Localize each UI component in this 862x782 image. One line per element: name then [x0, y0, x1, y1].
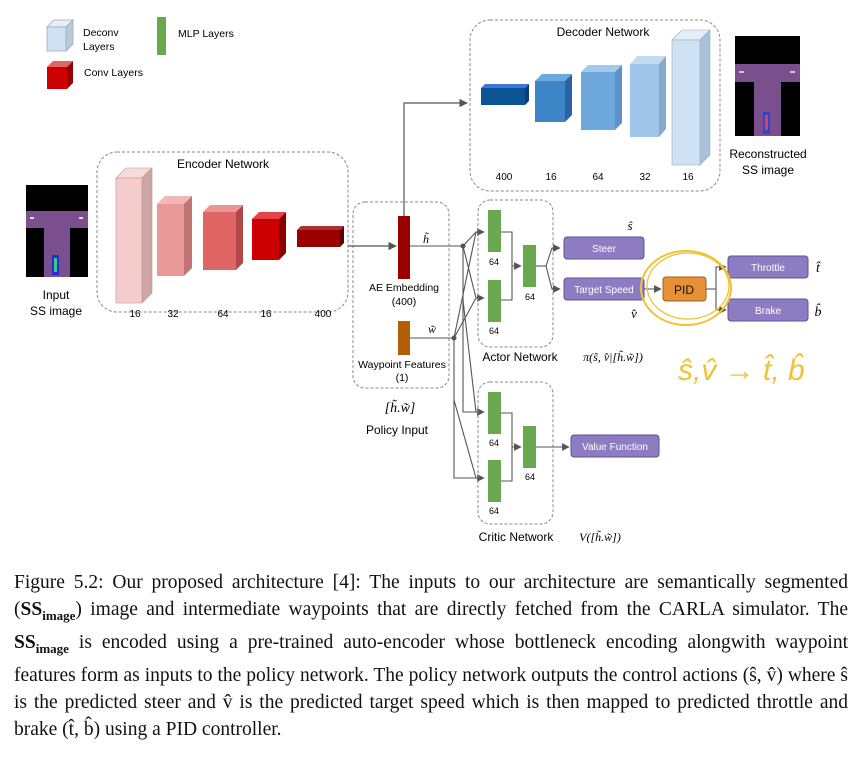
- reconstructed-image-label: Reconstructed: [729, 147, 806, 161]
- actor-size-3: 64: [525, 292, 535, 302]
- encoder-size-4: 16: [260, 309, 272, 320]
- critic-size-3: 64: [525, 472, 535, 482]
- critic-size-1: 64: [489, 438, 499, 448]
- decoder-size-1: 400: [496, 172, 513, 183]
- decoder-size-5: 16: [682, 172, 694, 183]
- policy-input-label: Policy Input: [366, 423, 429, 437]
- critic-size-2: 64: [489, 506, 499, 516]
- handwritten-note: ŝ,v̂ → t̂, b̂: [678, 354, 805, 387]
- actor-network-title: Actor Network: [482, 350, 558, 364]
- decoder-layer-1: [481, 84, 529, 105]
- figure-caption: Figure 5.2: Our proposed architecture [4…: [14, 569, 848, 743]
- encoder-layer-1: [115, 167, 153, 304]
- legend: Deconv Layers Conv Layers MLP Layers: [46, 17, 234, 89]
- actor-network-box: [477, 199, 554, 348]
- decoder-layer-5: [671, 29, 711, 166]
- encoder-size-1: 16: [129, 309, 141, 320]
- throttle-box: [727, 255, 809, 279]
- input-image-label-2: SS image: [30, 304, 82, 318]
- throttle-label: Throttle: [751, 263, 785, 274]
- encoder-layer-sizes: 16 32 64 16 400: [129, 309, 331, 320]
- encoder-size-5: 400: [315, 309, 332, 320]
- architecture-diagram: Deconv Layers Conv Layers MLP Layers Inp…: [26, 17, 822, 544]
- ae-embedding-bar: [398, 216, 410, 279]
- critic-mlp-1: [488, 392, 501, 434]
- decoder-network-box: [469, 19, 721, 192]
- actor-formula: π(ŝ, v̂|[h̃.w̃]): [583, 350, 643, 364]
- reconstructed-image-label-2: SS image: [742, 163, 794, 177]
- decoder-network-title: Decoder Network: [557, 25, 651, 39]
- actor-mlp-1: [488, 210, 501, 252]
- actor-mlp-3: [523, 245, 536, 287]
- encoder-network-title: Encoder Network: [177, 157, 270, 171]
- speed-symbol: v̂: [631, 306, 637, 321]
- caption-ss-2: SS: [14, 631, 36, 653]
- caption-ss-1: SS: [20, 599, 43, 620]
- policy-input-symbol: [h̃.w̃]: [385, 399, 416, 416]
- target-speed-label: Target Speed: [574, 285, 634, 296]
- input-image-label: Input: [43, 288, 70, 302]
- actor-mlp-2: [488, 280, 501, 322]
- value-function-box: [570, 434, 660, 458]
- decoder-size-4: 32: [639, 172, 651, 183]
- actor-internal-wiring: [501, 231, 561, 301]
- brake-box: [727, 298, 809, 322]
- critic-network-box: [477, 381, 554, 525]
- actor-size-2: 64: [489, 326, 499, 336]
- legend-mlp-swatch: [157, 17, 166, 55]
- caption-ss-sub-1: image: [42, 607, 76, 623]
- waypoint-symbol: w̃: [428, 322, 436, 336]
- caption-ss-sub-2: image: [35, 640, 69, 656]
- steer-label: Steer: [592, 244, 617, 255]
- critic-network-title: Critic Network: [479, 530, 555, 544]
- caption-prefix: Figure 5.2: Our proposed architecture [4…: [14, 572, 848, 620]
- policy-wiring: [410, 228, 485, 482]
- critic-mlp-3: [523, 426, 536, 468]
- steer-symbol: ŝ: [627, 218, 633, 233]
- throttle-symbol: t̂: [816, 261, 821, 276]
- input-ss-image: [26, 185, 88, 277]
- decoder-size-2: 16: [545, 172, 557, 183]
- reconstructed-ss-image: [735, 36, 800, 136]
- waypoint-features-size: (1): [396, 372, 409, 384]
- decoder-layer-3: [581, 65, 622, 130]
- actor-size-1: 64: [489, 257, 499, 267]
- brake-label: Brake: [755, 306, 782, 317]
- waypoint-features-label: Waypoint Features: [358, 359, 446, 371]
- embedding-symbol: h̃: [423, 232, 429, 246]
- caption-mid-1: ) image and intermediate waypoints that …: [75, 599, 848, 620]
- encoder-network-box: [96, 151, 349, 313]
- decoder-layer-sizes: 400 16 64 32 16: [496, 172, 694, 183]
- encoder-layer-5: [297, 226, 344, 247]
- steer-box: [563, 236, 645, 260]
- brake-symbol: b̂: [815, 303, 822, 320]
- critic-formula: V([h̃.w̃]): [579, 530, 621, 544]
- legend-conv-label: Conv Layers: [84, 67, 143, 79]
- decoder-layer-4: [630, 56, 666, 137]
- encoder-layer-2: [157, 196, 192, 276]
- policy-input-box: [352, 201, 450, 389]
- legend-deconv-label-2: Layers: [83, 41, 115, 53]
- ae-embedding-size: (400): [392, 296, 417, 308]
- value-function-label: Value Function: [582, 442, 648, 453]
- encoder-layer-3: [203, 205, 243, 270]
- encoder-size-2: 32: [167, 309, 179, 320]
- waypoint-features-bar: [398, 321, 410, 355]
- legend-mlp-label: MLP Layers: [178, 28, 234, 40]
- critic-internal-wiring: [501, 412, 570, 482]
- pid-label: PID: [674, 283, 694, 297]
- caption-mid-2: is encoded using a pre-trained auto-enco…: [14, 631, 848, 740]
- legend-deconv-swatch: [46, 19, 74, 52]
- encoder-layer-4: [252, 212, 286, 260]
- ae-embedding-label: AE Embedding: [369, 282, 439, 294]
- decoder-size-3: 64: [592, 172, 604, 183]
- encoder-size-3: 64: [217, 309, 229, 320]
- connector-arrows: [348, 98, 468, 251]
- legend-conv-swatch: [47, 61, 73, 89]
- decoder-layer-2: [535, 74, 572, 122]
- legend-deconv-label: Deconv: [83, 27, 119, 39]
- handwritten-annotation: [640, 250, 732, 326]
- critic-mlp-2: [488, 460, 501, 502]
